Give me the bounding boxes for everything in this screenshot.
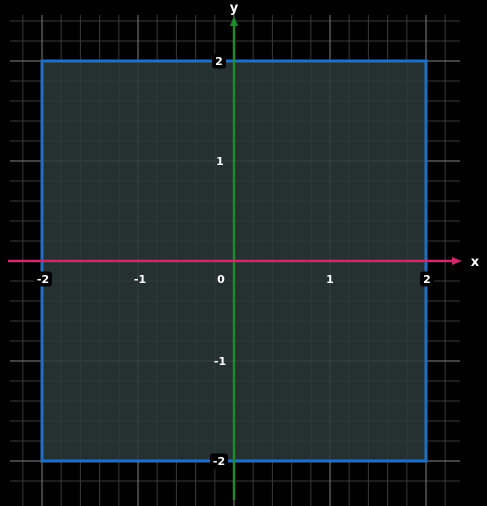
x-tick-label: 1 xyxy=(326,273,334,286)
y-axis-arrow-icon xyxy=(230,16,238,26)
x-axis-label: x xyxy=(471,255,480,270)
x-tick-label-box xyxy=(420,271,434,287)
y-tick-label: 2 xyxy=(215,55,223,68)
y-axis-label: y xyxy=(230,1,239,16)
x-axis-arrow-icon xyxy=(452,257,462,265)
x-tick-label: -1 xyxy=(134,273,146,286)
y-tick-label-box xyxy=(210,453,228,469)
tick-labels: -2 -1 0 1 2 -2 -1 1 2 xyxy=(34,53,434,469)
y-tick-label: -2 xyxy=(213,455,225,468)
x-tick-label: 0 xyxy=(217,273,225,286)
y-tick-label: 1 xyxy=(216,155,224,168)
x-tick-label: -2 xyxy=(37,273,49,286)
y-tick-label-box xyxy=(212,53,226,69)
x-tick-label-box xyxy=(34,271,52,287)
x-tick-label: 2 xyxy=(423,273,431,286)
y-tick-label: -1 xyxy=(214,355,226,368)
